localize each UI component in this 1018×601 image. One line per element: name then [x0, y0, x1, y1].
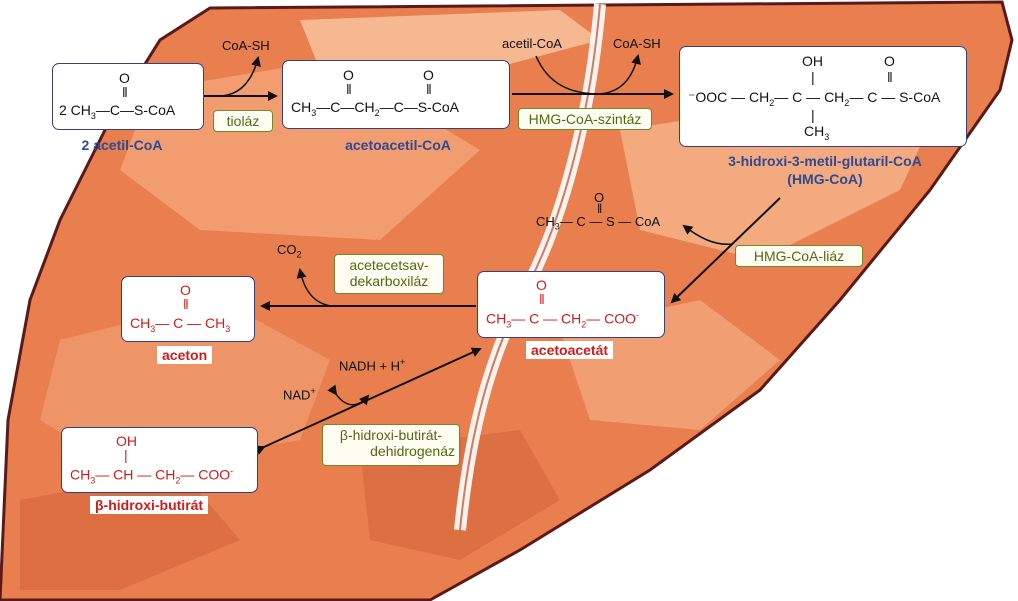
double-bond: ‖ [122, 84, 128, 100]
carbonyl-oxygen-1: O [343, 67, 354, 83]
bond-up: | [811, 69, 815, 85]
carbonyl-oxygen: O [180, 282, 191, 298]
hydroxyl-group: OH [802, 53, 823, 69]
methyl-group: CH3 [804, 123, 830, 142]
arrow-co2-release [296, 268, 333, 307]
acetoacetate-box: O ‖ CH3— C — CH2— COO- [477, 271, 665, 338]
beta-hydroxybutyrate-formula: CH3— CH — CH2— COO- [70, 466, 234, 486]
acetoacetate-formula: CH3— C — CH2— COO- [486, 310, 640, 330]
nad: NAD+ [283, 386, 316, 403]
beta-hydroxybutyrate-box: OH | CH3— CH — CH2— COO- [61, 427, 258, 493]
acetoacetyl-coa-box: O ‖ O ‖ CH3—C—CH2—C—S-CoA [282, 60, 510, 129]
arrow-acetyl-coa-in [535, 55, 601, 95]
arrow-dehydrogenase [254, 347, 482, 455]
carbonyl-oxygen: O [884, 53, 895, 69]
double-bond: ‖ [539, 291, 545, 307]
hmg-coa-box: OH | O ‖ ⁻OOC — CH2— C — CH2— C — S-CoA … [679, 46, 967, 147]
carbonyl-oxygen: O [119, 70, 130, 86]
enzyme-hmg-coa-synthase: HMG-CoA-szintáz [518, 108, 652, 130]
carbonyl-oxygen: O [594, 190, 605, 205]
arrow-coa-sh-release-1 [221, 56, 261, 97]
carbonyl-oxygen-2: O [423, 67, 434, 83]
hmg-coa-formula: ⁻OOC — CH2— C — CH2— C — S-CoA [688, 89, 941, 108]
arrow-hmg-lyase [670, 197, 781, 304]
decarboxylase-line1: acetecetsav- [349, 257, 429, 273]
acetyl-coa-box: O ‖ 2 CH3—C—S-CoA [52, 63, 204, 130]
acetoacetyl-coa-label: acetoacetil-CoA [345, 137, 451, 153]
hydroxyl-group: OH [116, 433, 137, 449]
double-bond: ‖ [887, 69, 893, 85]
hmg-coa-label-line1: 3-hidroxi-3-metil-glutaril-CoA [728, 153, 922, 169]
hmg-coa-label-line2: (HMG-CoA) [787, 171, 863, 187]
enzyme-hmg-coa-lyase: HMG-CoA-liáz [735, 245, 863, 267]
beta-hydroxybutyrate-label: β-hidroxi-butirát [90, 496, 209, 514]
double-bond-2: ‖ [426, 81, 432, 97]
decarboxylase-line2: dekarboxiláz [349, 273, 429, 289]
dehydrogenase-line2: dehidrogenáz [370, 443, 455, 459]
bond-down: | [811, 107, 815, 123]
arrow-acetyl-coa-release [682, 224, 734, 246]
acetone-box: O ‖ CH3— C — CH3 [121, 276, 255, 342]
released-acetyl-coa-formula: CH3— C — S — CoA [536, 214, 661, 232]
acetoacetate-label: acetoacetát [526, 341, 614, 359]
coa-sh-1: CoA-SH [222, 38, 270, 53]
enzyme-beta-hydroxybutyrate-dehydrogenase: β-hidroxi-butirát- dehidrogenáz [322, 424, 460, 466]
acetyl-coa-input: acetil-CoA [502, 36, 562, 51]
acetyl-coa-formula: 2 CH3—C—S-CoA [59, 102, 176, 121]
carbonyl-oxygen: O [536, 277, 547, 293]
acetoacetyl-coa-formula: CH3—C—CH2—C—S-CoA [291, 99, 459, 118]
double-bond-1: ‖ [346, 81, 352, 97]
acetone-formula: CH3— C — CH3 [130, 315, 231, 334]
acetyl-coa-label: 2 acetil-CoA [81, 137, 163, 153]
coa-sh-2: CoA-SH [613, 36, 661, 51]
released-acetyl-coa: O ‖ CH3— C — S — CoA [536, 190, 686, 234]
bond-up: | [124, 447, 128, 463]
double-bond: ‖ [183, 296, 189, 312]
arrow-nad-nadh [327, 384, 370, 406]
nadh: NADH + H+ [339, 357, 406, 374]
arrow-coa-sh-release-2 [599, 54, 641, 95]
double-bond: ‖ [597, 201, 603, 216]
dehydrogenase-line1: β-hidroxi-butirát- [339, 427, 443, 443]
enzyme-thiolase: tioláz [213, 110, 273, 132]
co2: CO2 [277, 242, 302, 260]
acetone-label: aceton [157, 346, 213, 364]
enzyme-acetoacetate-decarboxylase: acetecetsav- dekarboxiláz [334, 254, 444, 294]
